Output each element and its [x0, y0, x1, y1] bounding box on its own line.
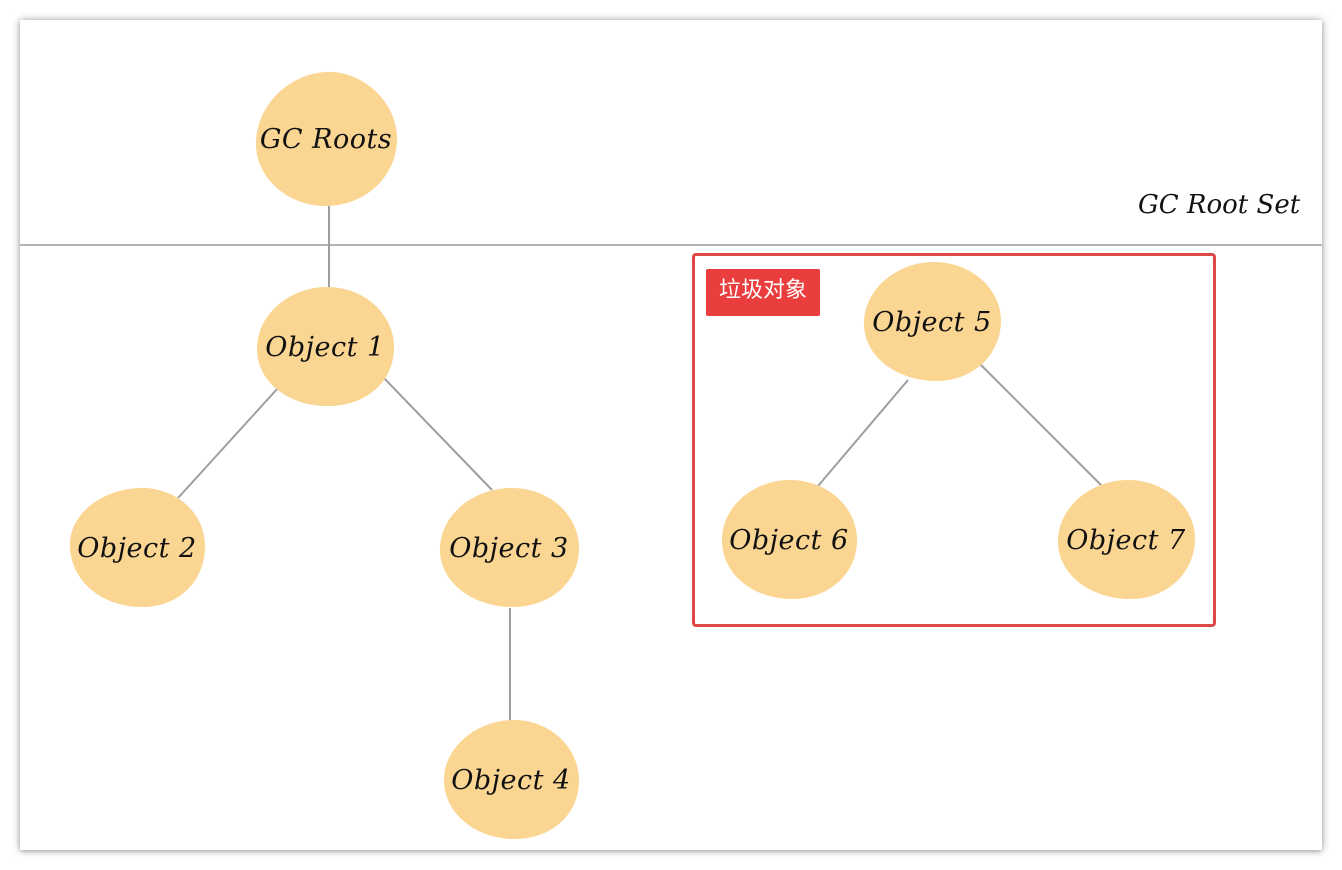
edges-layer: [177, 205, 1103, 723]
diagram-canvas: GC Root Set 垃圾对象 GC Roots Object 1 Objec…: [20, 20, 1322, 850]
node-object-5: Object 5: [860, 260, 1004, 384]
blob-shape: [256, 287, 395, 407]
node-object-7: Object 7: [1054, 478, 1198, 602]
node-label: Object 7: [1066, 524, 1186, 556]
node-object-2: Object 2: [66, 486, 208, 610]
node-label: Object 3: [449, 532, 569, 564]
blob-shape: [863, 262, 1002, 382]
edge-object5-object6: [817, 379, 909, 487]
node-label: Object 5: [872, 306, 992, 338]
node-label: Object 1: [265, 331, 385, 363]
blob-shape: [722, 480, 858, 600]
node-object-1: Object 1: [253, 285, 397, 409]
blob-shape: [439, 488, 580, 608]
edge-object5-object7: [979, 363, 1103, 487]
node-object-4: Object 4: [440, 718, 582, 842]
root-set-label: GC Root Set: [1138, 190, 1301, 220]
blob-shape: [69, 487, 206, 608]
node-label: Object 6: [729, 524, 849, 556]
node-label: GC Roots: [259, 123, 393, 155]
edge-object1-object2: [177, 387, 279, 499]
root-set-divider: [20, 244, 1322, 246]
garbage-objects-box: [692, 253, 1216, 627]
node-object-3: Object 3: [436, 486, 582, 610]
node-object-6: Object 6: [718, 478, 860, 602]
blob-shape: [255, 71, 398, 206]
node-label: Object 2: [77, 532, 197, 564]
node-gc-roots: GC Roots: [252, 70, 400, 208]
blob-shape: [444, 720, 580, 840]
blob-shape: [1057, 480, 1196, 600]
garbage-objects-tag: 垃圾对象: [706, 269, 821, 316]
node-label: Object 4: [451, 764, 571, 796]
edge-object1-object3: [381, 375, 493, 491]
